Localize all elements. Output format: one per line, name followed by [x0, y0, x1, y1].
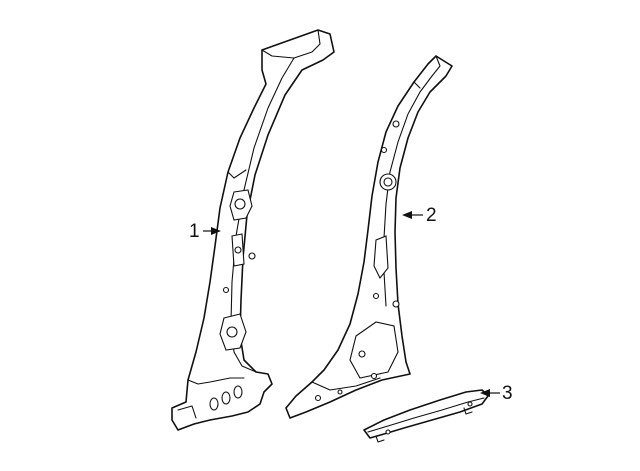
callout-3-arrow — [480, 389, 490, 397]
callout-1-arrow — [211, 227, 221, 235]
callout-2: 2 — [402, 205, 437, 226]
callout-3: 3 — [480, 383, 513, 404]
callout-1-label: 1 — [189, 221, 200, 242]
callout-2-label: 2 — [426, 205, 437, 226]
part-3-strip — [363, 389, 489, 443]
part-2-pillar — [285, 55, 453, 419]
callout-1: 1 — [189, 221, 221, 242]
part-1-pillar — [171, 29, 335, 431]
callout-2-arrow — [402, 211, 412, 219]
callout-3-label: 3 — [502, 383, 513, 404]
